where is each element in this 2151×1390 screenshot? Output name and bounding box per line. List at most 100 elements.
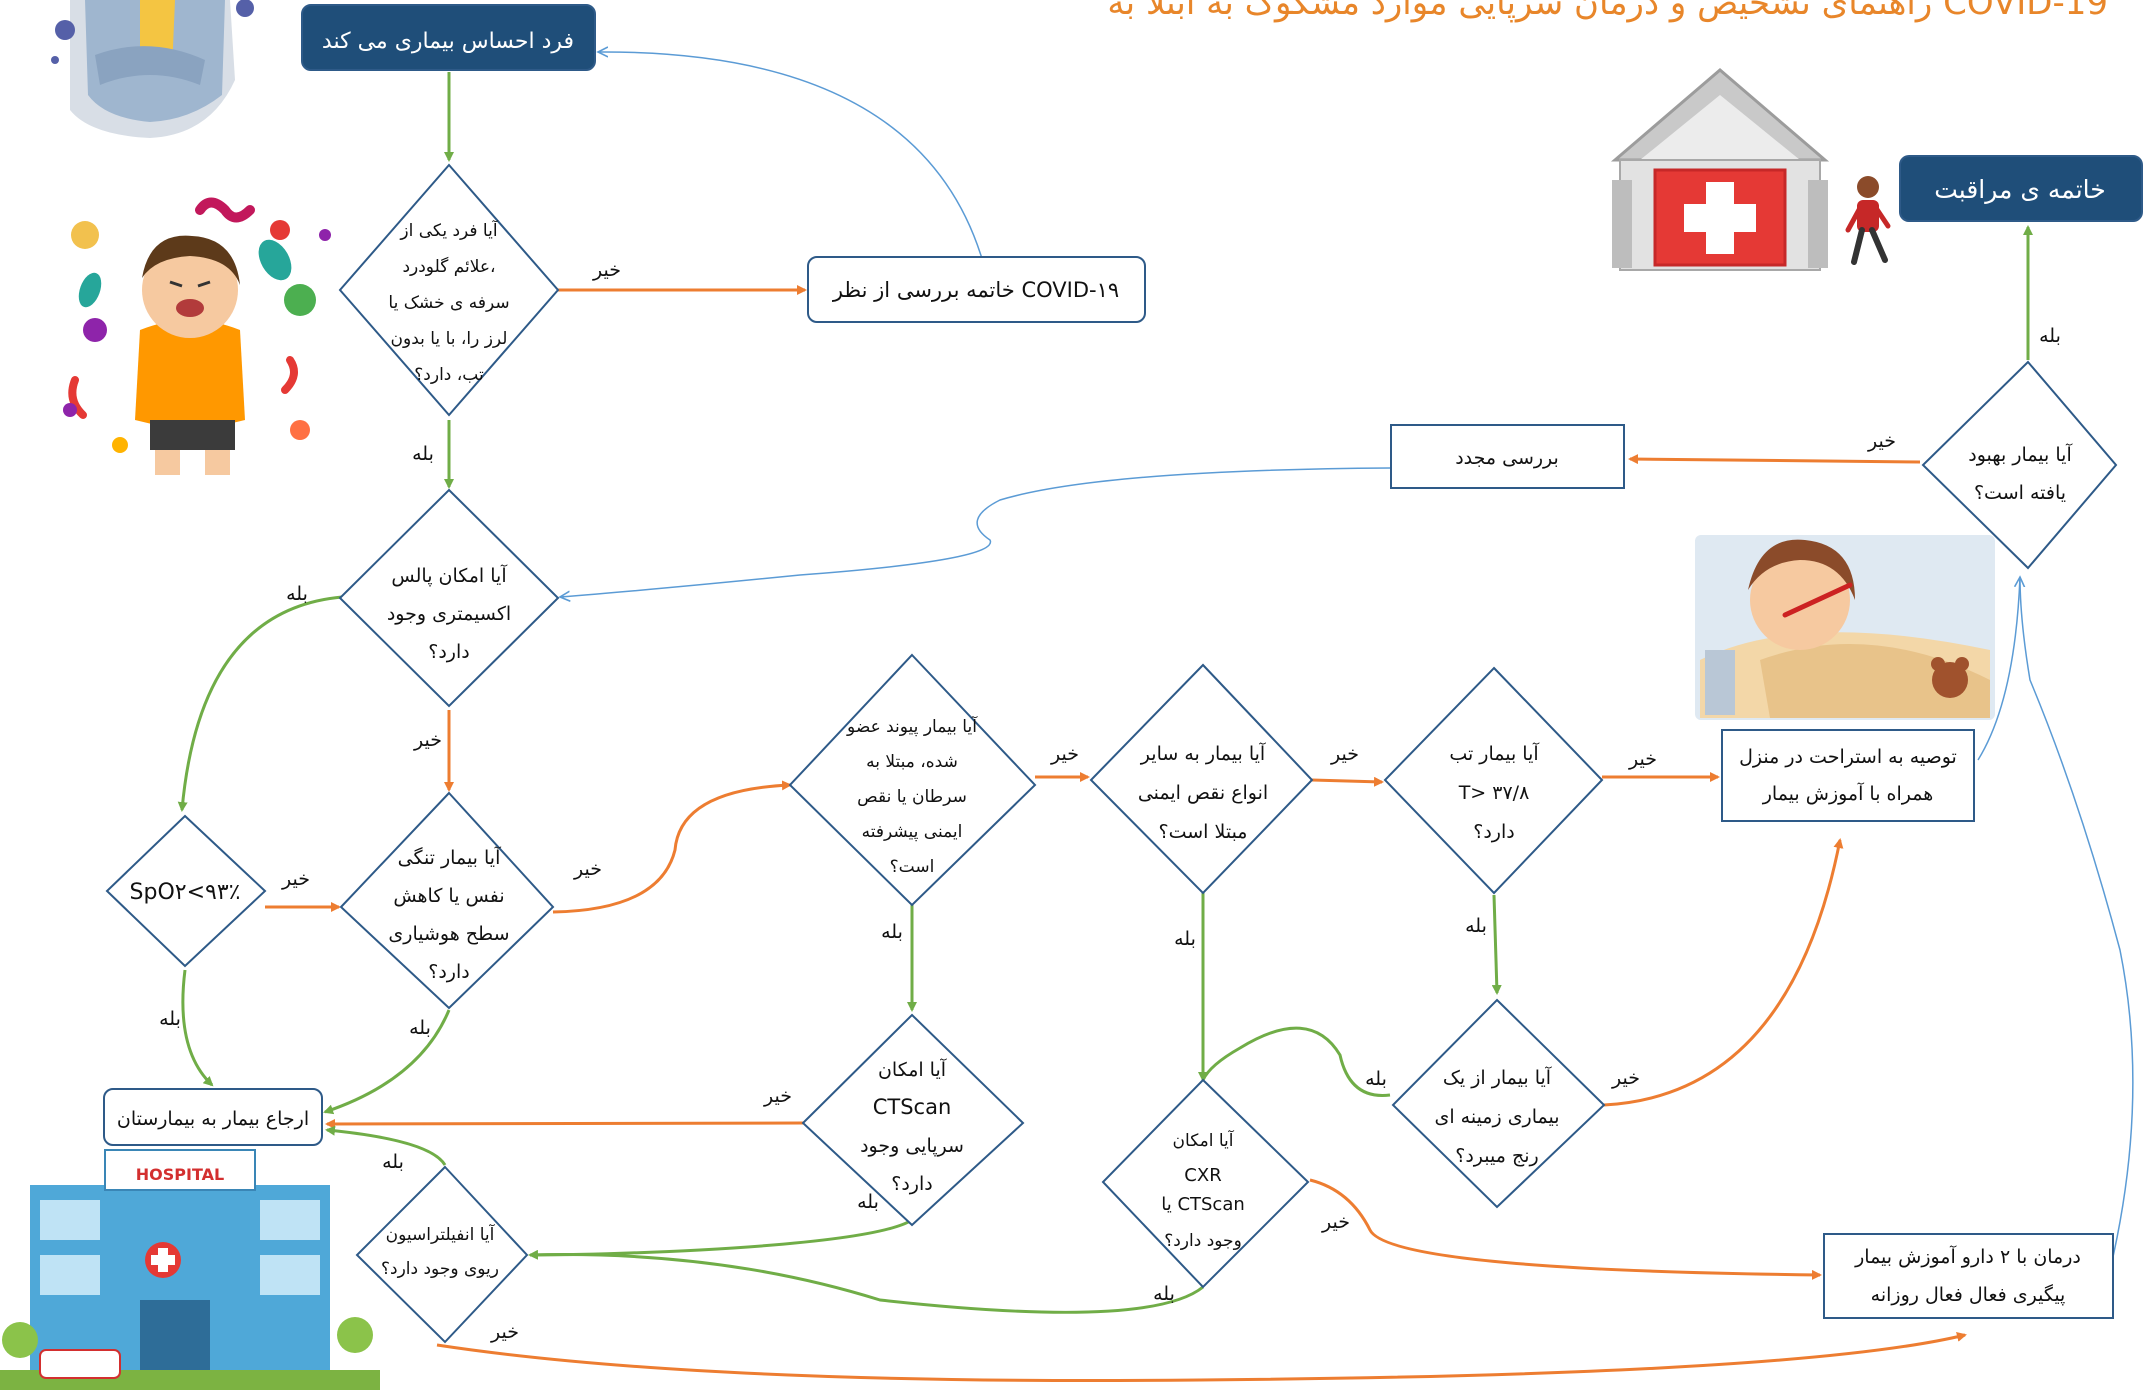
improved-line-1: آیا بیمار بهبود bbox=[1968, 442, 2072, 466]
coughing-child-icon bbox=[63, 197, 331, 475]
treatment-line-2: پیگیری فعال فعال روزانه bbox=[1871, 1283, 2066, 1306]
treatment-box: درمان با ۲ دارو آموزش بیمار پیگیری فعال … bbox=[1823, 1233, 2114, 1319]
symptoms-line-4: لرز را، با یا بدون bbox=[391, 329, 508, 349]
arrow-ctscan-yes bbox=[529, 1218, 913, 1257]
label-dyspnea-no: خیر bbox=[573, 858, 602, 880]
decision-symptoms: آیا فرد یکی از علائم گلودرد، سرفه ی خشک … bbox=[338, 163, 560, 417]
label-immuno-no: خیر bbox=[1330, 743, 1359, 765]
arrow-ctscan-no bbox=[325, 1118, 804, 1129]
fever-line-3: دارد؟ bbox=[1473, 821, 1514, 843]
end-covid-box: خاتمه بررسی از نظر COVID-۱۹ bbox=[807, 256, 1146, 323]
hospital-sign: HOSPITAL bbox=[136, 1165, 224, 1184]
arrow-underlying-no bbox=[1603, 838, 1844, 1107]
label-immuno-yes: بله bbox=[1174, 928, 1196, 950]
label-fever-yes: بله bbox=[1465, 915, 1487, 937]
symptoms-line-5: تب، دارد؟ bbox=[414, 365, 484, 385]
arrow-fever-yes bbox=[1491, 894, 1502, 995]
arrow-infiltration-yes bbox=[325, 1125, 447, 1166]
arrow-improved-no bbox=[1628, 454, 1921, 465]
label-improved-yes: بله bbox=[2039, 325, 2061, 347]
symptoms-line-3: سرفه ی خشک یا bbox=[388, 293, 509, 313]
arrow-cxr-yes bbox=[528, 1249, 1204, 1314]
ctscan-line-2: CTScan bbox=[873, 1095, 952, 1119]
recheck-label: بررسی مجدد bbox=[1455, 447, 1559, 469]
spo2-label: SpO۲<۹۳٪ bbox=[130, 880, 241, 905]
label-transplant-yes: بله bbox=[881, 921, 903, 943]
pulse-line-2: اکسیمتری وجود bbox=[387, 603, 511, 625]
walking-person-icon bbox=[1845, 176, 1891, 265]
immuno-line-2: انواع نقص ایمنی bbox=[1138, 782, 1268, 804]
label-spo2-yes: بله bbox=[159, 1008, 181, 1030]
symptoms-line-1: آیا فرد یکی از bbox=[399, 219, 498, 241]
arrow-underlying-yes bbox=[1201, 1026, 1391, 1097]
infiltration-line-2: ریوی وجود دارد؟ bbox=[381, 1259, 499, 1279]
pulse-line-3: دارد؟ bbox=[428, 641, 469, 663]
arrow-recheck-to-pulse bbox=[560, 467, 1391, 597]
label-pulse-yes: بله bbox=[286, 583, 308, 605]
sick-girl-icon bbox=[1695, 535, 1995, 720]
arrow-endcovid-loop bbox=[598, 52, 984, 263]
improved-line-2: یافته است؟ bbox=[1974, 482, 2066, 504]
label-ctscan-yes: بله bbox=[857, 1191, 879, 1213]
dyspnea-line-2: نفس یا کاهش bbox=[393, 885, 504, 907]
arrow-spo2-yes bbox=[181, 969, 214, 1087]
pulse-line-1: آیا امکان پالس bbox=[391, 563, 507, 587]
arrow-immuno-no bbox=[1311, 776, 1384, 787]
home-rest-box: توصیه به استراحت در منزل همراه با آموزش … bbox=[1721, 729, 1975, 822]
immuno-line-3: مبتلا است؟ bbox=[1159, 821, 1248, 843]
refer-hospital-box: ارجاع بیمار به بیمارستان bbox=[103, 1088, 323, 1146]
ctscan-line-1: آیا امکان bbox=[878, 1057, 947, 1081]
arrow-homerest-to-improved bbox=[1977, 577, 2020, 761]
transplant-line-5: است؟ bbox=[890, 857, 935, 877]
recheck-box: بررسی مجدد bbox=[1390, 424, 1625, 489]
label-symptoms-no: خیر bbox=[592, 259, 621, 281]
refer-hospital-label: ارجاع بیمار به بیمارستان bbox=[117, 1108, 309, 1130]
decision-cxr: آیا امکان CXR یا CTScan وجود دارد؟ bbox=[1101, 1078, 1310, 1289]
cxr-line-2: CXR bbox=[1184, 1165, 1221, 1186]
label-transplant-no: خیر bbox=[1050, 743, 1079, 765]
label-ctscan-no: خیر bbox=[763, 1085, 792, 1107]
ctscan-line-3: سرپایی وجود bbox=[860, 1135, 964, 1157]
decision-transplant: آیا بیمار پیوند عضو شده، مبتلا به سرطان … bbox=[788, 653, 1037, 907]
label-improved-no: خیر bbox=[1867, 430, 1896, 452]
label-spo2-no: خیر bbox=[281, 868, 310, 890]
cxr-line-3: یا CTScan bbox=[1161, 1194, 1245, 1215]
arrow-cxr-no bbox=[1309, 1178, 1822, 1280]
arrow-pulse-yes bbox=[177, 595, 343, 812]
dyspnea-line-1: آیا بیمار تنگی bbox=[398, 845, 501, 869]
end-covid-label: خاتمه بررسی از نظر COVID-۱۹ bbox=[832, 278, 1119, 302]
label-cxr-no: خیر bbox=[1321, 1211, 1350, 1233]
decision-underlying: آیا بیمار از یک بیماری زمینه ای رنج میبر… bbox=[1391, 998, 1606, 1209]
label-infiltration-yes: بله bbox=[382, 1151, 404, 1173]
decision-fever: آیا بیمار تب T> ۳۷/۸ دارد؟ bbox=[1383, 666, 1604, 895]
label-pulse-no: خیر bbox=[413, 729, 442, 751]
immuno-line-1: آیا بیمار به سایر bbox=[1140, 741, 1266, 765]
end-care-box: خاتمه ی مراقبت bbox=[1899, 155, 2143, 222]
arrow-treatment-to-improved bbox=[2019, 576, 2134, 1271]
fever-line-1: آیا بیمار تب bbox=[1449, 741, 1539, 765]
decision-dyspnea: آیا بیمار تنگی نفس یا کاهش سطح هوشیاری د… bbox=[339, 791, 555, 1010]
label-infiltration-no: خیر bbox=[490, 1321, 519, 1343]
cold-person-icon bbox=[51, 0, 254, 138]
start-box: فرد احساس بیماری می کند bbox=[301, 4, 596, 71]
home-rest-line-2: همراه با آموزش بیمار bbox=[1762, 781, 1934, 805]
dyspnea-line-3: سطح هوشیاری bbox=[388, 923, 509, 945]
end-care-label: خاتمه ی مراقبت bbox=[1934, 175, 2106, 204]
label-symptoms-yes: بله bbox=[412, 443, 434, 465]
transplant-line-1: آیا بیمار پیوند عضو bbox=[846, 715, 978, 737]
treatment-line-1: درمان با ۲ دارو آموزش بیمار bbox=[1854, 1244, 2081, 1268]
page-title: راهنمای تشخیص و درمان سرپایی موارد مشکوک… bbox=[1107, 0, 2108, 23]
home-rest-line-1: توصیه به استراحت در منزل bbox=[1739, 746, 1957, 768]
underlying-line-2: بیماری زمینه ای bbox=[1434, 1106, 1559, 1128]
symptoms-line-2: علائم گلودرد، bbox=[402, 256, 495, 277]
decision-spo2: SpO۲<۹۳٪ bbox=[105, 814, 267, 968]
fever-line-2: T> ۳۷/۸ bbox=[1458, 782, 1530, 804]
cxr-line-1: آیا امکان bbox=[1173, 1129, 1235, 1151]
decision-immunodeficiency: آیا بیمار به سایر انواع نقص ایمنی مبتلا … bbox=[1089, 663, 1314, 895]
arrow-infiltration-no bbox=[436, 1332, 1967, 1383]
decision-infiltration: آیا انفیلتراسیون ریوی وجود دارد؟ bbox=[355, 1165, 529, 1344]
arrow-dyspnea-yes bbox=[323, 1009, 451, 1115]
clinic-building-icon bbox=[1610, 68, 1830, 271]
label-cxr-yes: بله bbox=[1153, 1283, 1175, 1305]
label-dyspnea-yes: بله bbox=[409, 1017, 431, 1039]
